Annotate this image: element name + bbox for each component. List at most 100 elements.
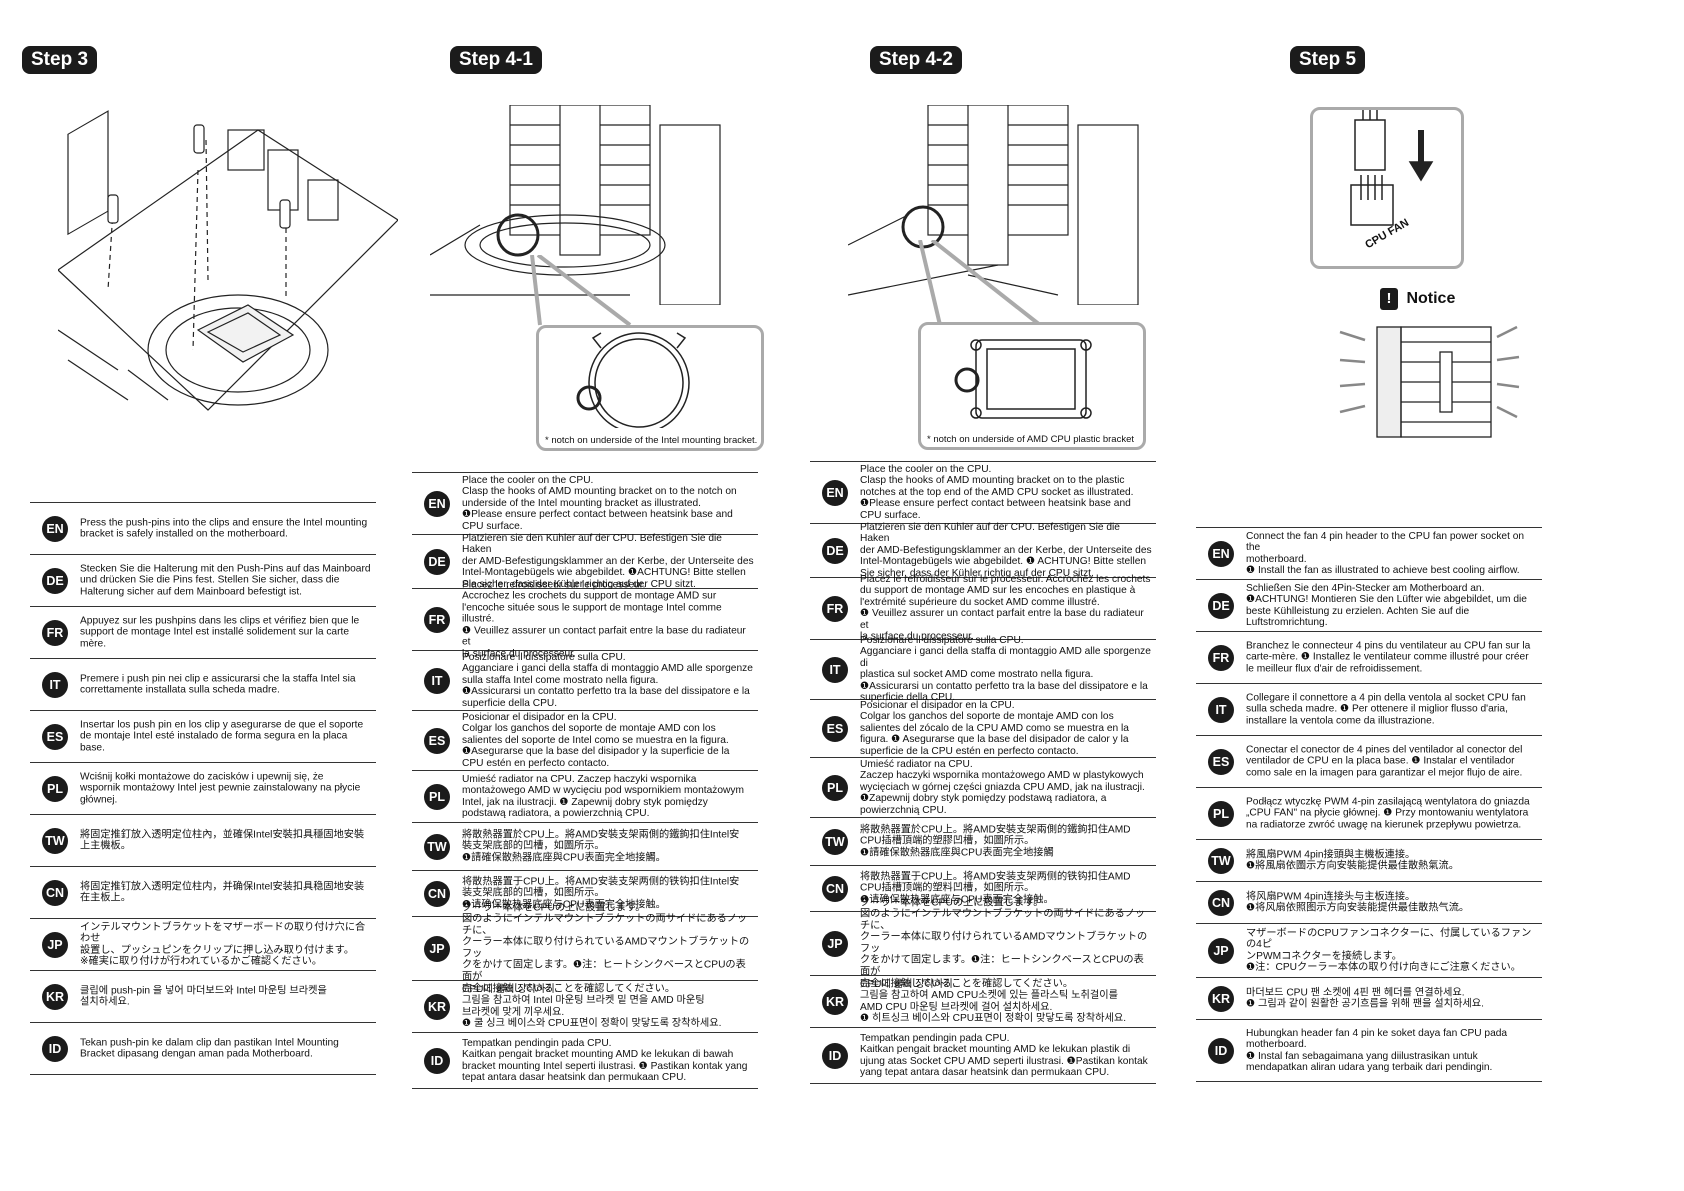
lang-badge-es: ES <box>424 727 450 754</box>
step-4-2-heading: Step 4-2 <box>870 46 962 74</box>
instruction-text-id: Tempatkan pendingin pada CPU. Kaitkan pe… <box>860 1032 1148 1079</box>
instruction-text-it: Premere i push pin nei clip e assicurars… <box>80 672 356 696</box>
instruction-row-pl: PL Umieść radiator na CPU. Zaczep haczyki… <box>810 758 1156 818</box>
instruction-text-it: Posizionare il dissipatore sulla CPU. Ag… <box>462 651 753 709</box>
instruction-row-fr: FR Placez le refroidisseur sur le process… <box>810 574 1156 643</box>
lang-badge-it: IT <box>42 671 68 698</box>
instruction-text-en: Place the cooler on the CPU. Clasp the h… <box>860 463 1134 521</box>
lang-badge-jp: JP <box>822 930 848 957</box>
instruction-text-id: Tempatkan pendingin pada CPU. Kaitkan pe… <box>462 1037 748 1084</box>
column-step-5: Step 5 CPU FAN ! Notice <box>1196 0 1684 1191</box>
lang-badge-tw: TW <box>1208 847 1234 874</box>
instruction-text-en: Place the cooler on the CPU. Clasp the h… <box>462 474 737 532</box>
instruction-text-es: Conectar el conector de 4 pines del vent… <box>1246 744 1523 779</box>
instruction-text-pl: Umieść radiator na CPU. Zaczep haczyki w… <box>462 773 744 820</box>
lang-badge-jp: JP <box>424 935 450 962</box>
lang-badge-jp: JP <box>42 931 68 958</box>
instruction-text-de: Schließen Sie den 4Pin-Stecker am Mother… <box>1246 582 1527 629</box>
step-4-1-heading: Step 4-1 <box>450 46 542 74</box>
instruction-row-tw: TW 將散熱器置於CPU上。將AMD安裝支架兩側的鐵鉤扣住Intel安 裝支架底部… <box>412 823 758 871</box>
lang-badge-de: DE <box>1208 592 1234 619</box>
step-3-heading: Step 3 <box>22 46 98 74</box>
instruction-text-cn: 将散热器置于CPU上。将AMD安装支架两侧的铁钩扣住Intel安 装支架底部的凹… <box>462 876 740 911</box>
instruction-text-jp: マザーボードのCPUファンコネクターに、付属しているファンの4ピ ンPWMコネク… <box>1246 927 1532 974</box>
lang-badge-cn: CN <box>42 879 68 906</box>
instruction-text-fr: Placez le refroidisseur sur le processeu… <box>860 573 1151 643</box>
lang-badge-id: ID <box>42 1035 68 1062</box>
instruction-row-tw: TW 將固定推釘放入透明定位柱內，並確保Intel安裝扣具穩固地安裝 上主機板。 <box>30 815 376 867</box>
lang-badge-pl: PL <box>822 774 848 801</box>
lang-badge-cn: CN <box>822 875 848 902</box>
instruction-text-cn: 将风扇PWM 4pin连接头与主板连接。 ❶将风扇依照图示方向安装能提供最佳散热… <box>1246 890 1470 914</box>
lang-badge-kr: KR <box>42 983 68 1010</box>
step-4-1-detail-box: * notch on underside of the Intel mounti… <box>536 325 764 451</box>
step-4-1-zoom-lines <box>530 255 632 327</box>
lang-badge-id: ID <box>1208 1037 1234 1064</box>
instruction-text-cn: 将固定推钉放入透明定位柱内，并确保Intel安装扣具稳固地安装 在主板上。 <box>80 880 365 904</box>
step-5-heading: Step 5 <box>1290 46 1366 74</box>
lang-badge-jp: JP <box>1208 937 1234 964</box>
step-4-2-illustration <box>848 105 1188 305</box>
lang-badge-en: EN <box>1208 540 1234 567</box>
step-4-1-illustration <box>430 105 770 305</box>
lang-badge-es: ES <box>42 723 68 750</box>
notice-heading: ! Notice <box>1380 288 1455 310</box>
step-5-instructions: EN Connect the fan 4 pin header to the CP… <box>1196 527 1542 1082</box>
instruction-row-es: ES Insertar los push pin en los clip y as… <box>30 711 376 763</box>
lang-badge-it: IT <box>822 656 848 683</box>
lang-badge-de: DE <box>424 548 450 575</box>
instruction-text-de: Stecken Sie die Halterung mit den Push-P… <box>80 563 371 598</box>
instruction-row-en: EN Place the cooler on the CPU. Clasp the… <box>810 462 1156 524</box>
step-4-2-caption: * notch on underside of AMD CPU plastic … <box>927 434 1134 445</box>
lang-badge-pl: PL <box>1208 800 1234 827</box>
instruction-text-kr: 클립에 push-pin 을 넣어 마더보드와 Intel 마운팅 브라켓을 설… <box>80 984 327 1008</box>
instruction-text-tw: 將固定推釘放入透明定位柱內，並確保Intel安裝扣具穩固地安裝 上主機板。 <box>80 828 365 852</box>
instruction-row-en: EN Connect the fan 4 pin header to the CP… <box>1196 528 1542 580</box>
lang-badge-fr: FR <box>42 619 68 646</box>
lang-badge-es: ES <box>1208 748 1234 775</box>
warning-icon: ! <box>1380 288 1398 310</box>
instruction-text-en: Connect the fan 4 pin header to the CPU … <box>1246 530 1525 577</box>
lang-badge-tw: TW <box>42 827 68 854</box>
lang-badge-id: ID <box>424 1047 450 1074</box>
instruction-text-tw: 將散熱器置於CPU上。將AMD安裝支架兩側的鐵鉤扣住Intel安 裝支架底部的凹… <box>462 829 740 864</box>
instruction-text-id: Hubungkan header fan 4 pin ke soket daya… <box>1246 1027 1508 1074</box>
cpu-fan-connector-figure: CPU FAN <box>1310 107 1464 269</box>
instruction-text-kr: CPU에 쿨러 장착하기. 그림을 참고하여 Intel 마운팅 브라켓 밑 면… <box>462 983 722 1030</box>
instruction-row-jp: JP マザーボードのCPUファンコネクターに、付属しているファンの4ピ ンPWMコ… <box>1196 924 1542 978</box>
instruction-row-kr: KR 클립에 push-pin 을 넣어 마더보드와 Intel 마운팅 브라켓을… <box>30 971 376 1023</box>
lang-badge-en: EN <box>822 479 848 506</box>
lang-badge-kr: KR <box>1208 985 1234 1012</box>
lang-badge-tw: TW <box>822 828 848 855</box>
instruction-text-es: Posicionar el disipador en la CPU. Colga… <box>860 699 1129 757</box>
lang-badge-tw: TW <box>424 833 450 860</box>
lang-badge-kr: KR <box>822 988 848 1015</box>
instruction-row-de: DE Schließen Sie den 4Pin-Stecker am Moth… <box>1196 580 1542 632</box>
instruction-text-pl: Umieść radiator na CPU. Zaczep haczyki w… <box>860 758 1145 816</box>
instruction-text-es: Insertar los push pin en los clip y aseg… <box>80 719 364 754</box>
lang-badge-pl: PL <box>42 775 68 802</box>
instruction-row-it: IT Premere i push pin nei clip e assicura… <box>30 659 376 711</box>
instruction-row-cn: CN 将固定推钉放入透明定位柱内，并确保Intel安装扣具稳固地安装 在主板上。 <box>30 867 376 919</box>
step-4-1-caption: * notch on underside of the Intel mounti… <box>545 435 758 446</box>
lang-badge-es: ES <box>822 715 848 742</box>
lang-badge-fr: FR <box>822 595 848 622</box>
